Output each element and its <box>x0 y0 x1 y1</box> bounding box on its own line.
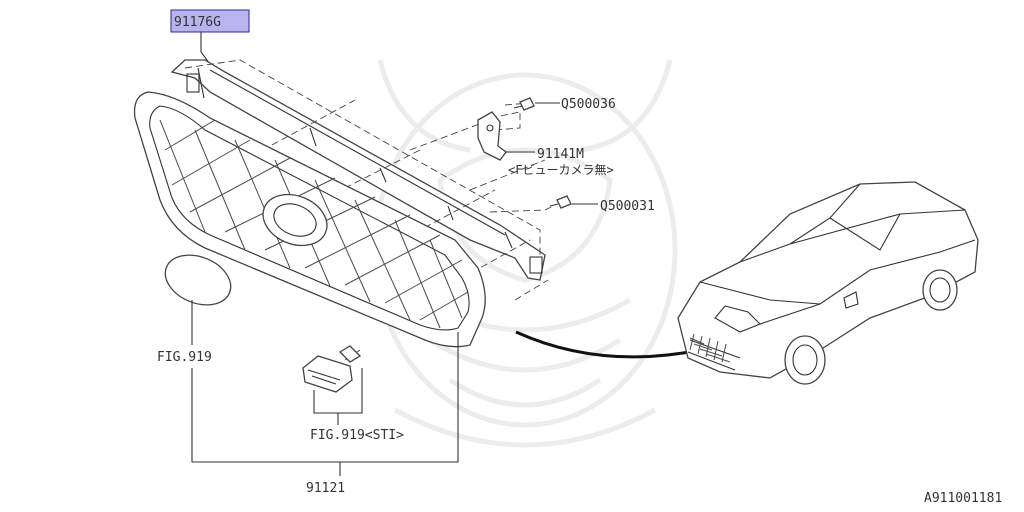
emblem-badge <box>164 254 232 306</box>
figure-code: A911001181 <box>924 491 1002 506</box>
location-pointer-curve <box>515 330 701 359</box>
upper-grille-trim <box>170 59 546 281</box>
clip-q500036 <box>513 97 535 111</box>
vehicle-grille-highlight <box>689 333 731 363</box>
bracket-91141m <box>477 111 507 161</box>
highlighted-part-label-box[interactable] <box>170 9 250 33</box>
clip-q500031 <box>549 195 572 209</box>
part-label-fig919[interactable]: FIG.919 <box>157 350 212 365</box>
part-label-q500036[interactable]: Q500036 <box>561 97 616 112</box>
vehicle-sketch <box>677 181 979 385</box>
assembly-bracket-91121 <box>191 332 459 463</box>
grille-mesh <box>159 119 469 329</box>
bracket-condition-note: <Fビューカメラ無> <box>508 162 614 177</box>
part-label-91176g[interactable]: 91176G <box>174 15 221 30</box>
part-label-fig919-sti[interactable]: FIG.919<STI> <box>310 428 404 443</box>
leader-line-91176g <box>200 32 211 65</box>
emblem-mount <box>262 193 328 247</box>
part-label-91141m[interactable]: 91141M <box>537 147 584 162</box>
sti-badge-part <box>302 345 362 393</box>
part-label-91121[interactable]: 91121 <box>306 481 345 496</box>
part-label-q500031[interactable]: Q500031 <box>600 199 655 214</box>
